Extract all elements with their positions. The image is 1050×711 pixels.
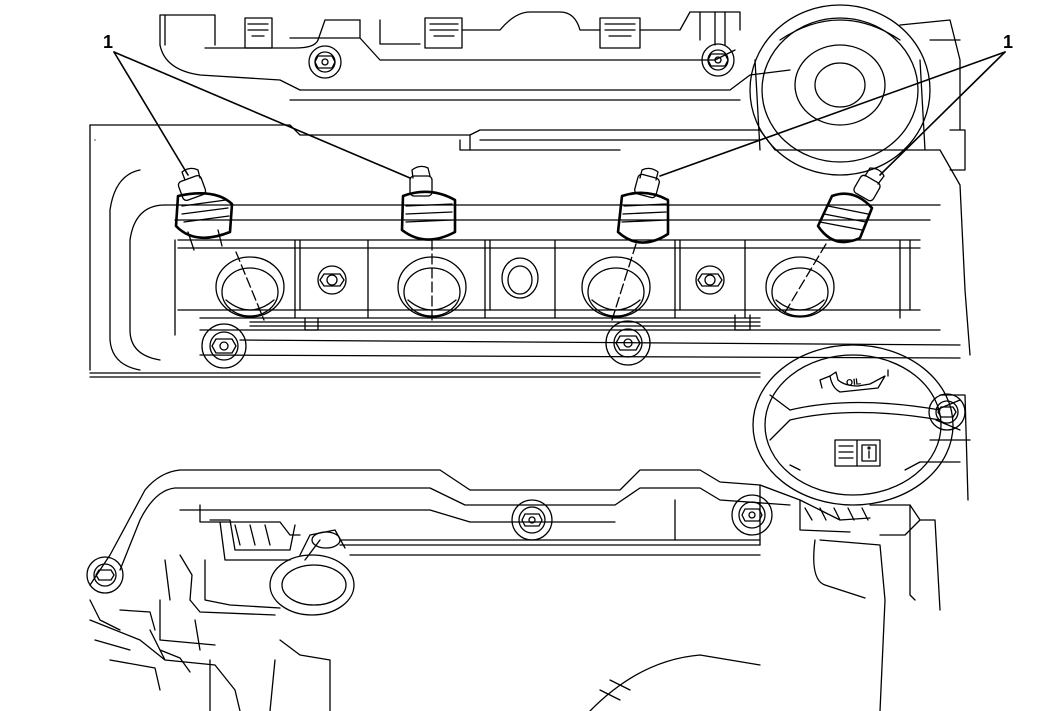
cover-bolt-center bbox=[606, 321, 650, 365]
ignition-coil-1 bbox=[176, 168, 264, 320]
callout-leaders-left bbox=[114, 52, 410, 178]
cover-bolt-left bbox=[202, 324, 246, 368]
ignition-coil-4 bbox=[784, 168, 884, 314]
oil-filler-cap bbox=[753, 345, 960, 505]
oil-can-icon bbox=[820, 370, 888, 392]
top-bolt-right bbox=[702, 44, 734, 76]
manual-info-icon bbox=[835, 440, 880, 466]
throttle-body bbox=[750, 5, 965, 175]
upper-intake-cover bbox=[160, 12, 790, 100]
lower-sensor-connector bbox=[160, 520, 295, 645]
cover-stud-1 bbox=[318, 266, 346, 294]
callout-leaders-right bbox=[660, 52, 1005, 176]
intake-manifold-lower bbox=[90, 470, 870, 585]
top-bolt-left bbox=[309, 46, 341, 78]
callout-label-right: 1 bbox=[1003, 32, 1014, 52]
cam-cover bbox=[90, 125, 970, 377]
oil-cap-text: OIL bbox=[845, 376, 862, 388]
ignition-coil-2 bbox=[402, 166, 455, 320]
dipstick-handle bbox=[270, 530, 354, 615]
callout-label-left: 1 bbox=[103, 32, 114, 52]
cover-stud-3 bbox=[696, 266, 724, 294]
spark-plug-well-4 bbox=[766, 257, 834, 317]
ignition-coil-3 bbox=[612, 168, 668, 320]
lower-left-bracket bbox=[90, 600, 200, 672]
cover-stud-2 bbox=[502, 258, 538, 298]
manifold-bolt-left bbox=[87, 557, 123, 593]
lower-engine-block bbox=[90, 500, 940, 711]
right-bracket-lines bbox=[920, 395, 970, 500]
spark-plug-well-1 bbox=[216, 257, 284, 317]
manifold-bolt-right bbox=[732, 495, 772, 535]
manifold-bolt-center bbox=[512, 500, 552, 540]
spark-plug-well-3 bbox=[582, 257, 650, 317]
